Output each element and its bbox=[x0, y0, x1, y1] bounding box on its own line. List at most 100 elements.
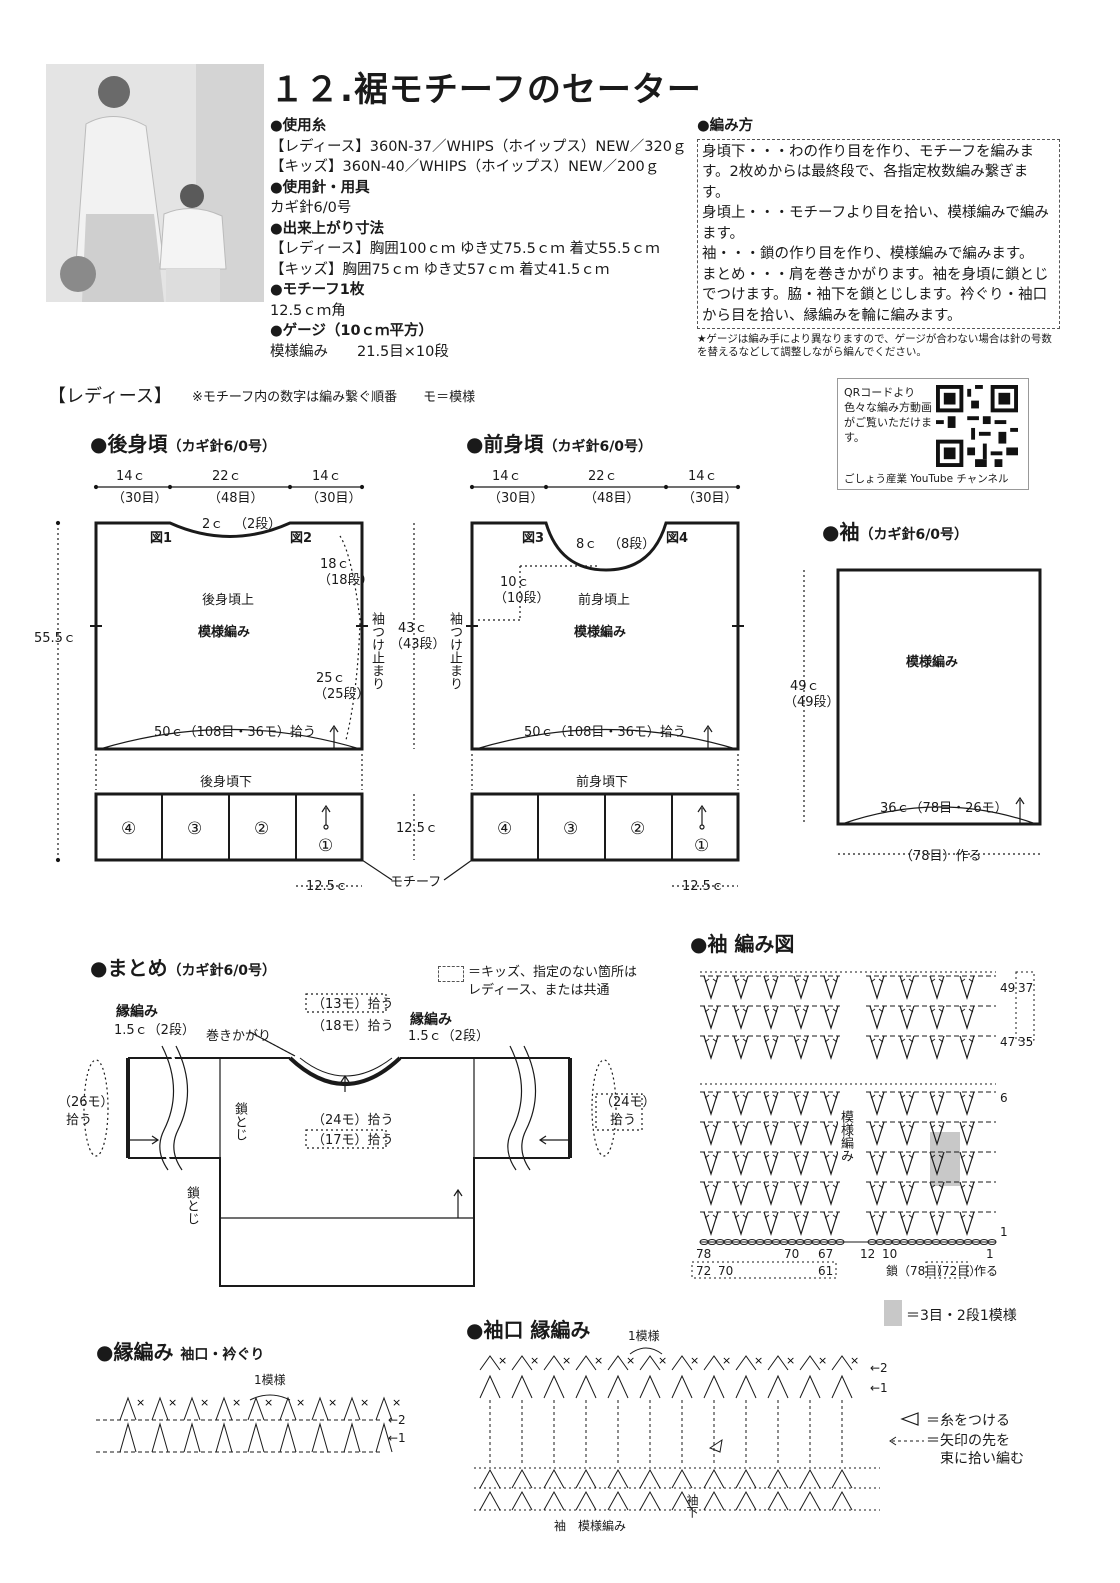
dc-tick bbox=[742, 1038, 748, 1043]
dc-tick bbox=[960, 1214, 966, 1219]
dc-tick bbox=[960, 1184, 966, 1189]
dc-tick bbox=[824, 1008, 830, 1013]
ladies-18-pick: （18モ）拾う bbox=[312, 1019, 394, 1034]
dc-tick bbox=[930, 1038, 936, 1043]
dc-tick bbox=[772, 1008, 778, 1013]
dc-symbol bbox=[959, 1035, 975, 1060]
cuff-stitch bbox=[703, 1374, 725, 1399]
dc-symbol bbox=[823, 1151, 839, 1176]
dc-tick bbox=[794, 1154, 800, 1159]
dc-symbol bbox=[899, 1151, 915, 1176]
edge-row-1: ←1 bbox=[388, 1431, 406, 1445]
dc-tick bbox=[742, 1094, 748, 1099]
edge-stitch bbox=[119, 1396, 137, 1421]
front-motif-w: 12.5ｃ bbox=[682, 879, 724, 894]
back-pattern: 模様編み bbox=[198, 624, 250, 640]
right-cuff-pick: 拾う bbox=[610, 1113, 636, 1128]
edge-stitch bbox=[247, 1422, 265, 1453]
cuff-stitch bbox=[607, 1374, 629, 1399]
dc-tick bbox=[968, 1154, 974, 1159]
dc-symbol bbox=[733, 1151, 749, 1176]
dc-tick bbox=[930, 1214, 936, 1219]
edge-right-label: 縁編み bbox=[410, 1011, 452, 1028]
dc-symbol bbox=[763, 1091, 779, 1116]
kids-13-pick: （13モ）拾う bbox=[312, 997, 394, 1012]
dc-tick bbox=[832, 978, 838, 983]
edge-stitch bbox=[375, 1396, 393, 1421]
dc-tick bbox=[794, 1094, 800, 1099]
sleeve-w: 36ｃ（78目・26モ） bbox=[880, 801, 1008, 816]
st-78: 78 bbox=[696, 1247, 711, 1261]
dc-tick bbox=[712, 1154, 718, 1159]
back-upper: 後身頃上 bbox=[202, 592, 254, 608]
dc-tick bbox=[938, 1124, 944, 1129]
edge-stitch bbox=[311, 1422, 329, 1453]
front-h2: 12.5ｃ bbox=[396, 821, 438, 836]
cuff-stitch bbox=[799, 1374, 821, 1399]
back-w1: 14ｃ bbox=[116, 469, 146, 484]
kids-17-pick: （17モ）拾う bbox=[312, 1133, 394, 1148]
size-heading: ●出来上がり寸法 bbox=[270, 220, 385, 237]
dc-symbol bbox=[823, 1091, 839, 1116]
row-1: 1 bbox=[1000, 1225, 1008, 1239]
size-kids: 【キッズ】胸囲75ｃｍ ゆき丈57ｃｍ 着丈41.5ｃｍ bbox=[270, 261, 610, 278]
dc-symbol bbox=[733, 975, 749, 1000]
cuff-stitch bbox=[767, 1490, 789, 1511]
dc-tick bbox=[870, 1038, 876, 1043]
dc-tick bbox=[938, 1038, 944, 1043]
st-70: 70 bbox=[784, 1247, 799, 1261]
dc-tick bbox=[764, 1038, 770, 1043]
dc-tick bbox=[832, 1154, 838, 1159]
motif-label: モチーフ bbox=[390, 875, 441, 890]
cuff-stitch bbox=[479, 1490, 501, 1511]
sc-mark: × bbox=[818, 1354, 827, 1367]
cuff-stitch bbox=[511, 1468, 533, 1489]
back-neck-rows: （2段） bbox=[234, 517, 281, 532]
front-neck: 8ｃ bbox=[576, 537, 597, 552]
dc-tick bbox=[802, 1154, 808, 1159]
dc-tick bbox=[908, 1038, 914, 1043]
dc-tick bbox=[900, 1038, 906, 1043]
dc-symbol bbox=[899, 975, 915, 1000]
back-neck: 2ｃ bbox=[202, 517, 223, 532]
edge-stitch bbox=[151, 1396, 169, 1421]
dc-symbol bbox=[929, 1121, 945, 1146]
arrow-legend: ＝矢印の先を束に拾い編む bbox=[926, 1432, 1024, 1468]
qr-code-icon[interactable] bbox=[936, 385, 1018, 467]
cuff-stitch bbox=[735, 1374, 757, 1399]
cuff-chart: ×××××××××××× 1模様 ←2 ←1 袖 模様編み bbox=[474, 1329, 888, 1533]
dc-symbol bbox=[899, 1091, 915, 1116]
qr-box[interactable]: QRコードより色々な編み方動画がご覧いただけます。 ごしょう産業 YouTube… bbox=[837, 378, 1029, 490]
dc-symbol bbox=[703, 1211, 719, 1236]
sc-mark: × bbox=[690, 1354, 699, 1367]
back-title: ●後身頃 bbox=[90, 432, 168, 456]
dc-tick bbox=[938, 1094, 944, 1099]
gauge: 模様編み 21.5目×10段 bbox=[270, 343, 449, 360]
sleeve-chart-pattern: 模様編み bbox=[838, 1110, 853, 1162]
cuff-stitch bbox=[671, 1374, 693, 1399]
edge-stitch bbox=[247, 1396, 265, 1421]
cuff-stitch bbox=[831, 1355, 853, 1371]
front-pickup: 50ｃ（108目・36モ）拾う bbox=[524, 725, 686, 740]
dc-symbol bbox=[763, 1035, 779, 1060]
front-lower: 前身頃下 bbox=[576, 774, 628, 790]
arrow-legend-2: 束に拾い編む bbox=[940, 1451, 1024, 1467]
sc-mark: × bbox=[626, 1354, 635, 1367]
tools: カギ針6/0号 bbox=[270, 200, 352, 216]
sleeve-chart: 49 37 47 35 6 1 78 70 67 12 10 1 72 70 6… bbox=[691, 971, 1035, 1279]
dc-tick bbox=[930, 1154, 936, 1159]
dc-tick bbox=[742, 1214, 748, 1219]
front-w3s: （30目） bbox=[682, 491, 738, 506]
row-37: 37 bbox=[1018, 981, 1033, 995]
dc-tick bbox=[908, 1124, 914, 1129]
dc-tick bbox=[878, 978, 884, 983]
dc-tick bbox=[878, 1154, 884, 1159]
cuff-stitch bbox=[703, 1355, 725, 1371]
dc-tick bbox=[734, 1154, 740, 1159]
front-pattern: 模様編み bbox=[574, 624, 626, 640]
dc-tick bbox=[930, 1124, 936, 1129]
front-w3: 14ｃ bbox=[688, 469, 718, 484]
dc-tick bbox=[742, 1184, 748, 1189]
edge-stitch bbox=[375, 1422, 393, 1453]
front-ds: （10段） bbox=[494, 591, 550, 606]
